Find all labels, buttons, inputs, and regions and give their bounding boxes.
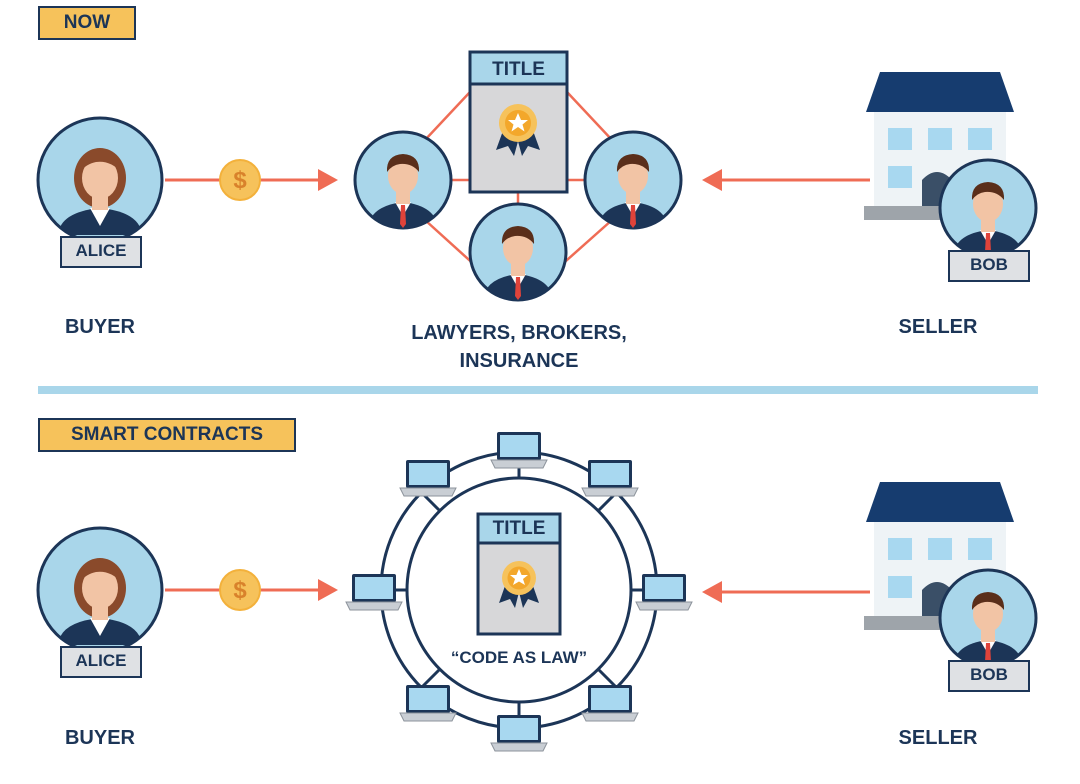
- section-tag-now: NOW: [38, 6, 136, 40]
- intermediaries-caption-line1: LAWYERS, BROKERS,: [411, 322, 627, 344]
- person-icon: [953, 182, 1023, 256]
- seller-label-top: SELLER: [898, 316, 978, 338]
- seller-avatar-top: [938, 158, 1038, 258]
- seller-label-bottom: SELLER: [898, 727, 978, 749]
- lawyer-avatar-left: [353, 130, 453, 230]
- section-tag-smart-contracts: SMART CONTRACTS: [38, 418, 296, 452]
- coin-symbol-bottom: $: [233, 577, 247, 604]
- connection-lines: [424, 91, 613, 269]
- buyer-name-tag-bottom: ALICE: [60, 646, 142, 678]
- code-as-law-caption: “CODE AS LAW”: [450, 648, 588, 667]
- coin-symbol-top: $: [233, 167, 247, 194]
- coin-icon: [219, 159, 261, 201]
- document-title-top: TITLE: [492, 59, 545, 80]
- laptop-icon: [345, 432, 693, 752]
- person-icon: [598, 154, 668, 228]
- person-icon: [483, 226, 553, 300]
- document-title-bottom: TITLE: [492, 518, 546, 539]
- lawyer-avatar-bottom: [468, 202, 568, 302]
- section-divider: [38, 386, 1038, 394]
- buyer-label-top: BUYER: [64, 316, 135, 338]
- seller-name-tag-bottom: BOB: [948, 660, 1030, 692]
- coin-icon: [219, 569, 261, 611]
- document-icon: [476, 512, 562, 636]
- buyer-avatar-bottom: [36, 526, 164, 654]
- intermediaries-caption-line2: INSURANCE: [459, 350, 579, 372]
- lawyer-avatar-right: [583, 130, 683, 230]
- medal-icon: [496, 104, 540, 156]
- person-icon: [58, 558, 142, 645]
- seller-name-tag-top: BOB: [948, 250, 1030, 282]
- buyer-name-tag-top: ALICE: [60, 236, 142, 268]
- medal-icon: [499, 561, 539, 608]
- person-icon: [58, 148, 142, 235]
- person-icon: [368, 154, 438, 228]
- buyer-label-bottom: BUYER: [64, 727, 135, 749]
- buyer-avatar-top: [36, 116, 164, 244]
- document-icon: [468, 50, 569, 194]
- seller-avatar-bottom: [938, 568, 1038, 668]
